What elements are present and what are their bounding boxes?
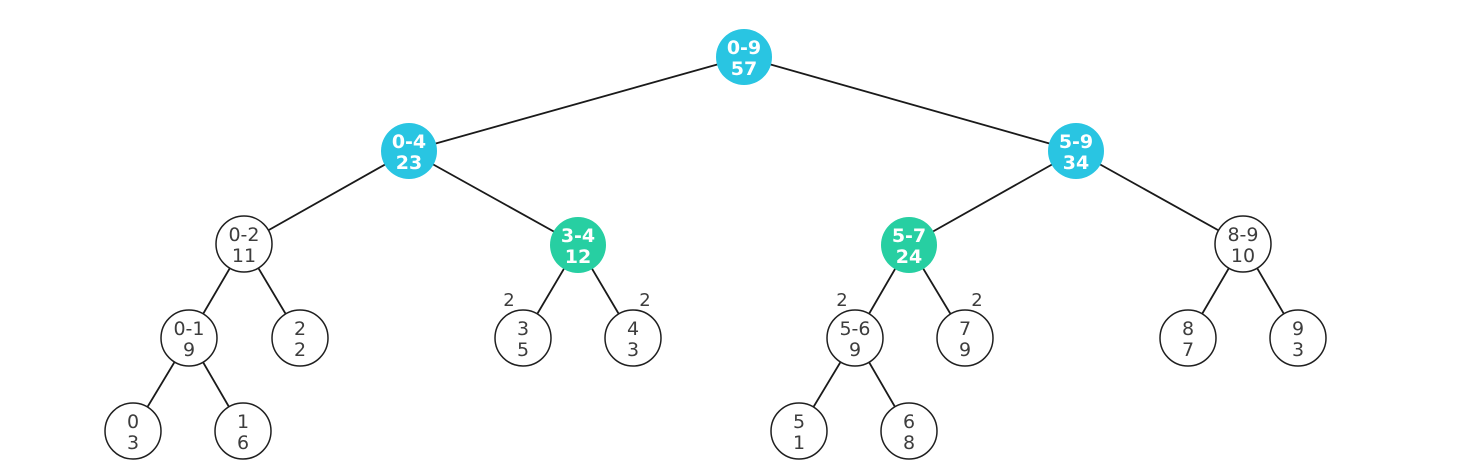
tree-node-circle (936, 309, 994, 367)
tree-node-5-6: 5-69 (826, 309, 884, 367)
tree-node-0-4: 0-423 (381, 123, 437, 179)
node-value-label: 9 (849, 339, 861, 361)
tree-node-circle (604, 309, 662, 367)
node-value-label: 8 (903, 432, 915, 454)
node-value-label: 1 (793, 432, 805, 454)
tree-node-5: 51 (770, 402, 828, 460)
tree-edge-0-4-3-4 (408, 150, 579, 246)
tree-edge-5-9-5-7 (908, 150, 1077, 246)
node-range-label: 5-6 (839, 318, 870, 340)
tree-node-circle (214, 402, 272, 460)
tree-node-9: 93 (1269, 309, 1327, 367)
tree-node-circle (770, 402, 828, 460)
node-range-label: 7 (959, 318, 971, 340)
node-value-label: 10 (1231, 245, 1255, 267)
tree-node-circle (716, 29, 772, 85)
node-value-label: 2 (294, 339, 306, 361)
node-value-label: 57 (731, 58, 757, 80)
tree-node-8: 87 (1159, 309, 1217, 367)
tree-node-0: 03 (104, 402, 162, 460)
tree-node-7: 79 (936, 309, 994, 367)
tree-node-circle (880, 402, 938, 460)
node-value-label: 9 (959, 339, 971, 361)
node-value-label: 3 (627, 339, 639, 361)
node-range-label: 5-9 (1059, 131, 1093, 153)
node-value-label: 12 (565, 246, 591, 268)
tree-node-4: 43 (604, 309, 662, 367)
lazy-value-label: 2 (971, 290, 982, 311)
node-range-label: 1 (237, 411, 249, 433)
tree-node-circle (104, 402, 162, 460)
node-range-label: 6 (903, 411, 915, 433)
node-value-label: 34 (1063, 152, 1089, 174)
tree-node-5-9: 5-934 (1048, 123, 1104, 179)
tree-node-circle (494, 309, 552, 367)
node-range-label: 5 (793, 411, 805, 433)
node-range-label: 8 (1182, 318, 1194, 340)
tree-edge-0-4-0-2 (243, 150, 410, 245)
node-value-label: 23 (396, 152, 422, 174)
lazy-value-label: 2 (836, 290, 847, 311)
tree-node-circle (550, 217, 606, 273)
tree-node-5-7: 5-724 (881, 217, 937, 273)
lazy-value-label: 2 (503, 290, 514, 311)
tree-edge-5-9-8-9 (1075, 150, 1244, 245)
node-range-label: 3 (517, 318, 529, 340)
node-value-label: 3 (1292, 339, 1304, 361)
node-value-label: 6 (237, 432, 249, 454)
tree-node-2: 22 (271, 309, 329, 367)
tree-node-circle (1048, 123, 1104, 179)
tree-node-1: 16 (214, 402, 272, 460)
node-value-label: 9 (183, 339, 195, 361)
tree-node-circle (881, 217, 937, 273)
tree-node-circle (271, 309, 329, 367)
tree-node-circle (381, 123, 437, 179)
node-range-label: 8-9 (1227, 224, 1258, 246)
node-value-label: 3 (127, 432, 139, 454)
node-range-label: 4 (627, 318, 639, 340)
node-range-label: 0-9 (727, 37, 761, 59)
tree-node-0-9: 0-957 (716, 29, 772, 85)
tree-node-circle (826, 309, 884, 367)
node-range-label: 0-1 (173, 318, 204, 340)
tree-node-circle (215, 215, 273, 273)
node-value-label: 5 (517, 339, 529, 361)
tree-node-circle (1214, 215, 1272, 273)
tree-node-3: 35 (494, 309, 552, 367)
tree-node-circle (160, 309, 218, 367)
tree-node-0-2: 0-211 (215, 215, 273, 273)
tree-node-8-9: 8-910 (1214, 215, 1272, 273)
tree-node-circle (1159, 309, 1217, 367)
node-range-label: 2 (294, 318, 306, 340)
tree-node-0-1: 0-19 (160, 309, 218, 367)
tree-node-3-4: 3-412 (550, 217, 606, 273)
lazy-value-label: 2 (639, 290, 650, 311)
node-value-label: 24 (896, 246, 922, 268)
node-range-label: 0-2 (228, 224, 259, 246)
node-value-label: 7 (1182, 339, 1194, 361)
node-range-label: 9 (1292, 318, 1304, 340)
node-range-label: 0 (127, 411, 139, 433)
tree-node-circle (1269, 309, 1327, 367)
node-range-label: 5-7 (892, 225, 926, 247)
tree-edge-0-9-5-9 (743, 56, 1077, 152)
tree-edge-0-9-0-4 (408, 56, 745, 152)
node-range-label: 0-4 (392, 131, 426, 153)
node-range-label: 3-4 (561, 225, 595, 247)
tree-node-6: 68 (880, 402, 938, 460)
node-value-label: 11 (232, 245, 256, 267)
